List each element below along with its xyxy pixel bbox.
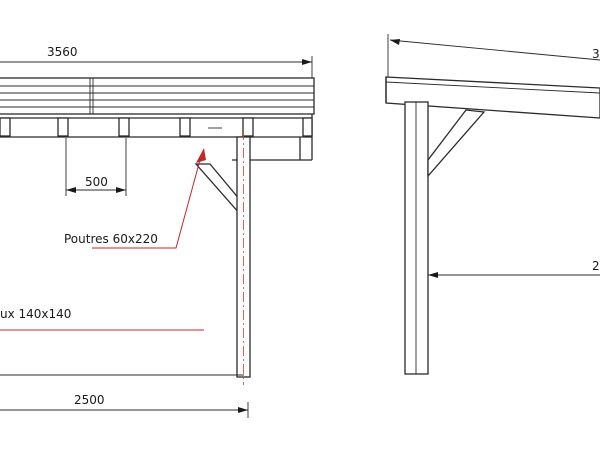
front-post [236, 130, 251, 385]
side-view: 35 2 [385, 34, 600, 375]
dimension-post-spacing: 500 [65, 138, 127, 196]
rafter-ends [0, 117, 313, 137]
front-view: 3560 [0, 45, 315, 418]
post-label: ux 140x140 [0, 307, 71, 321]
dimension-side-top-label: 35 [592, 47, 600, 61]
dimension-total-width-label: 3560 [47, 45, 78, 59]
beam-callout: Poutres 60x220 [64, 148, 206, 249]
dimension-total-width: 3560 [0, 45, 313, 80]
dimension-side-mid: 2 [428, 259, 600, 278]
dimension-post-spacing-label: 500 [85, 175, 108, 189]
post-callout: ux 140x140 [0, 307, 204, 331]
beam-label: Poutres 60x220 [64, 232, 158, 246]
side-roof [385, 76, 600, 119]
roof-planks [0, 77, 315, 115]
dimension-side-mid-label: 2 [592, 259, 600, 273]
front-brace [194, 163, 241, 216]
dimension-depth-label: 2500 [74, 393, 105, 407]
front-beam [0, 114, 313, 161]
dimension-side-top: 35 [387, 34, 600, 80]
side-brace [427, 109, 486, 178]
side-post [404, 101, 429, 375]
dimension-depth: 2500 [0, 393, 249, 418]
